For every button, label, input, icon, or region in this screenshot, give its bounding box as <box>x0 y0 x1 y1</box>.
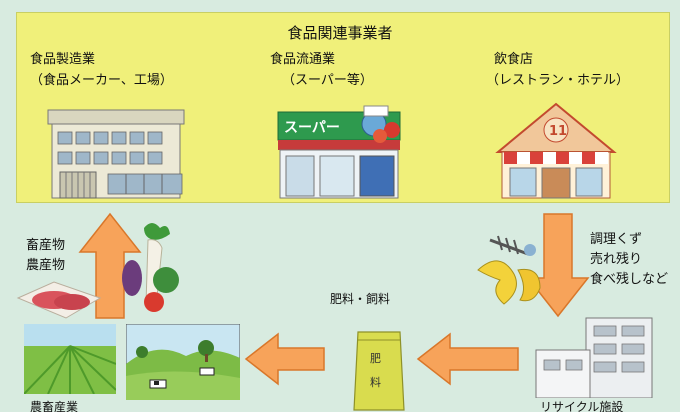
left-arrow-icon <box>244 332 325 386</box>
recycling-facility-icon <box>535 317 653 398</box>
down-arrow-icon <box>526 213 590 318</box>
livestock-products-label: 畜産物 <box>26 238 66 253</box>
panel-title: 食品関連事業者 <box>287 24 393 42</box>
up-arrow-icon <box>78 212 142 319</box>
bag-text-2: 料 <box>370 375 381 389</box>
restaurant-label: 飲食店 <box>494 52 534 67</box>
farming-label: 農畜産業 <box>30 400 79 412</box>
restaurant-detail: （レストラン・ホテル） <box>486 73 630 88</box>
restaurant-sign-text: 11 <box>549 124 567 139</box>
pasture-icon <box>126 324 240 400</box>
manufacturing-detail: （食品メーカー、工場） <box>30 73 173 88</box>
fertilizer-feed-label: 肥料・飼料 <box>330 292 391 306</box>
distribution-detail: （スーパー等） <box>282 73 373 88</box>
waste-line-2: 売れ残り <box>590 252 643 267</box>
recycling-facility-label: リサイクル施設 <box>540 400 624 412</box>
distribution-label: 食品流通業 <box>270 52 336 67</box>
waste-line-3: 食べ残しなど <box>590 272 669 287</box>
supermarket-icon: スーパー <box>277 105 401 199</box>
food-waste-icon <box>477 235 541 305</box>
vegetables-icon <box>122 223 179 312</box>
restaurant-icon: 11 <box>495 102 617 199</box>
factory-building-icon <box>47 109 185 199</box>
meat-icon <box>16 281 102 319</box>
left-arrow-2-icon <box>416 332 519 386</box>
waste-line-1: 調理くず <box>590 232 643 247</box>
fertilizer-bag-icon: 肥 料 <box>353 331 405 411</box>
agricultural-products-label: 農産物 <box>26 258 66 273</box>
bag-text-1: 肥 <box>370 352 381 365</box>
supermarket-sign-text: スーパー <box>284 120 340 136</box>
manufacturing-label: 食品製造業 <box>30 52 96 67</box>
farmland-icon <box>24 324 116 394</box>
